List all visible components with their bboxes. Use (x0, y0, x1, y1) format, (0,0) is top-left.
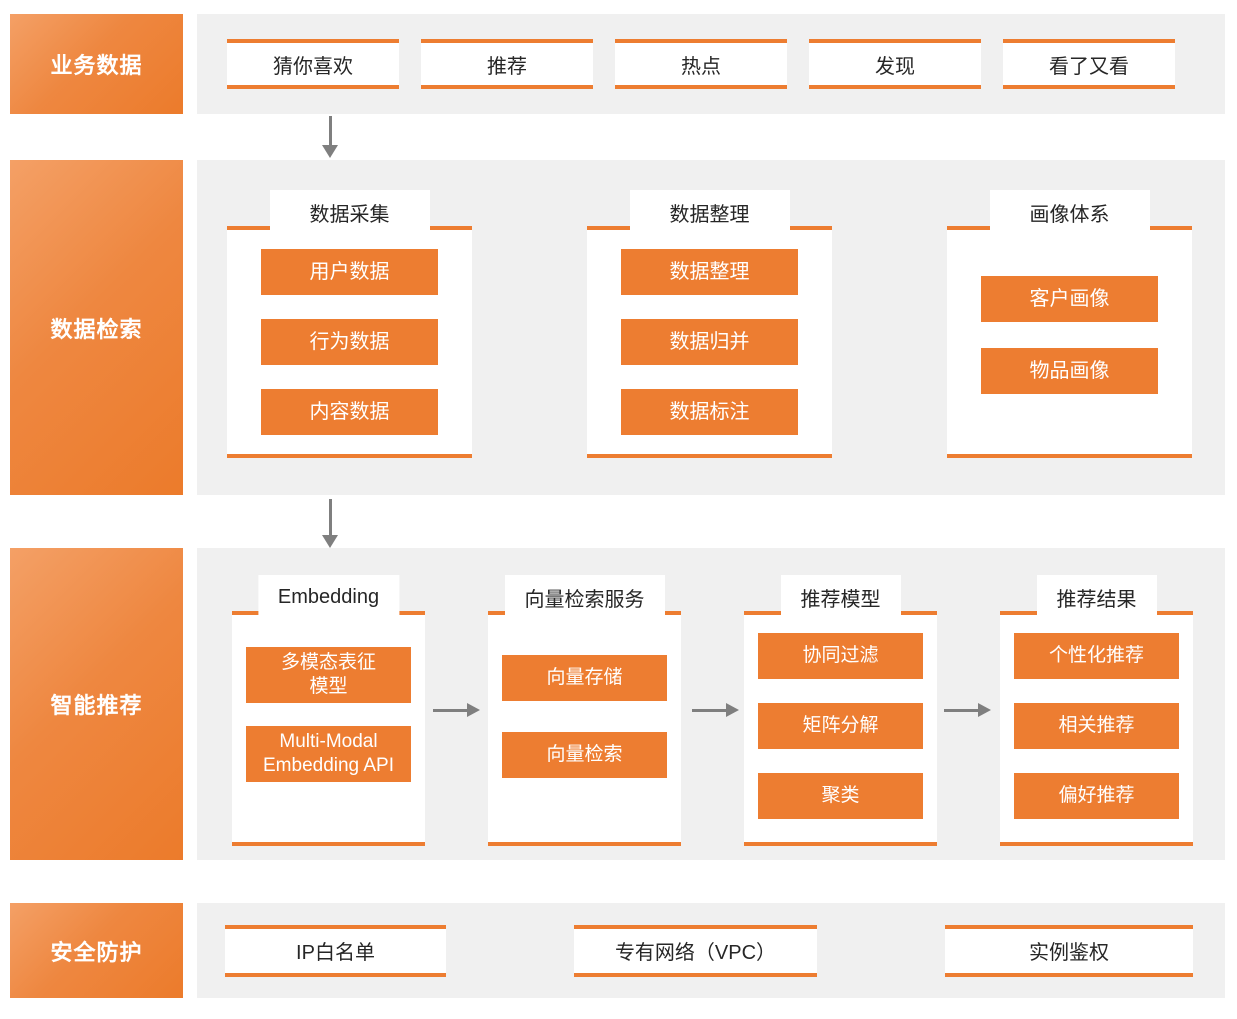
node-personalized-recommendation: 个性化推荐 (1014, 633, 1179, 679)
group-title-data-organization: 数据整理 (629, 190, 790, 234)
node-vector-storage: 向量存储 (502, 655, 667, 701)
node-matrix-factorization: 矩阵分解 (758, 703, 923, 749)
arrow-head (322, 145, 338, 158)
node-preference-recommendation: 偏好推荐 (1014, 773, 1179, 819)
node-recommend: 推荐 (421, 39, 593, 89)
group-items: 多模态表征 模型 Multi-Modal Embedding API (232, 615, 425, 842)
arrow-line (328, 116, 332, 145)
group-data-organization: 数据整理 数据整理 数据归并 数据标注 (587, 190, 832, 458)
band-label-security-protection: 安全防护 (10, 903, 183, 998)
group-items: 个性化推荐 相关推荐 偏好推荐 (1000, 615, 1193, 842)
node-related-recommendation: 相关推荐 (1014, 703, 1179, 749)
node-customer-profile: 客户画像 (981, 276, 1158, 322)
arrow-line (433, 708, 467, 712)
node-vpc-private-network: 专有网络（VPC） (574, 924, 817, 977)
arrow-head (726, 703, 739, 717)
group-items: 协同过滤 矩阵分解 聚类 (744, 615, 937, 842)
node-hotspot: 热点 (615, 39, 787, 89)
node-clustering: 聚类 (758, 773, 923, 819)
arrow-right-icon (433, 703, 480, 717)
node-item-profile: 物品画像 (981, 348, 1158, 394)
arrow-down-icon (322, 116, 338, 158)
arrow-head (978, 703, 991, 717)
band-business-data: 猜你喜欢 推荐 热点 发现 看了又看 (197, 14, 1225, 114)
group-recommendation-model: 推荐模型 协同过滤 矩阵分解 聚类 (744, 575, 937, 846)
node-ip-whitelist: IP白名单 (225, 924, 446, 977)
node-instance-auth: 实例鉴权 (945, 924, 1193, 977)
node-data-merging: 数据归并 (621, 319, 798, 365)
node-behavior-data: 行为数据 (261, 319, 438, 365)
band-label-data-retrieval: 数据检索 (10, 160, 183, 495)
arrow-line (944, 708, 978, 712)
group-recommendation-results: 推荐结果 个性化推荐 相关推荐 偏好推荐 (1000, 575, 1193, 846)
node-multimodal-representation-model: 多模态表征 模型 (246, 647, 411, 703)
band-label-business-data: 业务数据 (10, 14, 183, 114)
arrow-right-icon (944, 703, 991, 717)
group-items: 向量存储 向量检索 (488, 615, 681, 842)
node-user-data: 用户数据 (261, 249, 438, 295)
node-vector-retrieval: 向量检索 (502, 732, 667, 778)
group-profile-system: 画像体系 客户画像 物品画像 (947, 190, 1192, 458)
node-discover: 发现 (809, 39, 981, 89)
group-title-data-collection: 数据采集 (269, 190, 430, 234)
node-data-cleaning: 数据整理 (621, 249, 798, 295)
group-title-vector-retrieval-service: 向量检索服务 (504, 575, 665, 619)
node-multimodal-embedding-api: Multi-Modal Embedding API (246, 726, 411, 782)
node-guess-you-like: 猜你喜欢 (227, 39, 399, 89)
group-vector-retrieval-service: 向量检索服务 向量存储 向量检索 (488, 575, 681, 846)
group-title-embedding: Embedding (257, 575, 400, 619)
arrow-line (328, 499, 332, 535)
group-title-recommendation-model: 推荐模型 (780, 575, 901, 619)
group-title-profile-system: 画像体系 (989, 190, 1150, 234)
arrow-line (692, 708, 726, 712)
group-title-recommendation-results: 推荐结果 (1036, 575, 1157, 619)
arrow-right-icon (692, 703, 739, 717)
band-intelligent-recommendation: Embedding 多模态表征 模型 Multi-Modal Embedding… (197, 548, 1225, 860)
group-embedding: Embedding 多模态表征 模型 Multi-Modal Embedding… (232, 575, 425, 846)
arrow-head (322, 535, 338, 548)
arrow-head (467, 703, 480, 717)
band-data-retrieval: 数据采集 用户数据 行为数据 内容数据 数据整理 数据整理 数据归并 数据标注 … (197, 160, 1225, 495)
node-data-labeling: 数据标注 (621, 389, 798, 435)
node-collaborative-filtering: 协同过滤 (758, 633, 923, 679)
group-items: 用户数据 行为数据 内容数据 (227, 230, 472, 454)
group-items: 数据整理 数据归并 数据标注 (587, 230, 832, 454)
band-security-protection: IP白名单 专有网络（VPC） 实例鉴权 (197, 903, 1225, 998)
group-data-collection: 数据采集 用户数据 行为数据 内容数据 (227, 190, 472, 458)
node-content-data: 内容数据 (261, 389, 438, 435)
arrow-down-icon (322, 499, 338, 548)
group-items: 客户画像 物品画像 (947, 230, 1192, 454)
band-label-intelligent-recommendation: 智能推荐 (10, 548, 183, 860)
node-watch-again: 看了又看 (1003, 39, 1175, 89)
